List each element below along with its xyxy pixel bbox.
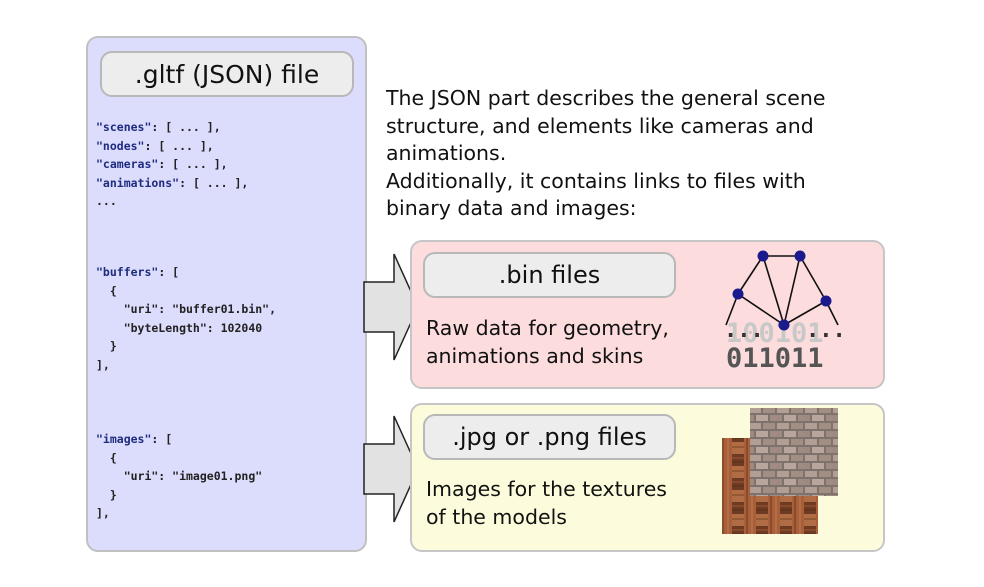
description-line: Additionally, it contains links to files… bbox=[386, 168, 806, 193]
gltf-json-panel bbox=[86, 36, 367, 552]
image-description-line: of the models bbox=[426, 505, 567, 529]
code-line: { bbox=[96, 449, 262, 468]
code-line: "animations": [ ... ], bbox=[96, 174, 248, 193]
code-line: "uri": "buffer01.bin", bbox=[96, 300, 276, 319]
code-line: "uri": "image01.png" bbox=[96, 467, 262, 486]
code-text: : [ bbox=[151, 432, 173, 446]
code-text: ], bbox=[96, 506, 110, 520]
code-text: } bbox=[96, 487, 117, 502]
code-text: : [ ... ], bbox=[158, 157, 228, 171]
code-line: } bbox=[96, 486, 262, 505]
code-line: ... bbox=[96, 192, 248, 211]
bin-files-description: Raw data for geometry, animations and sk… bbox=[426, 314, 669, 370]
arrow-to-images-icon bbox=[363, 415, 419, 523]
code-key: "animations" bbox=[96, 175, 180, 190]
code-text: "uri": "buffer01.bin", bbox=[96, 302, 277, 316]
gltf-file-label: .gltf (JSON) file bbox=[100, 51, 354, 97]
bin-files-label: .bin files bbox=[423, 252, 676, 298]
image-files-label: .jpg or .png files bbox=[423, 414, 676, 460]
code-line: "scenes": [ ... ], bbox=[96, 118, 248, 137]
code-line: "nodes": [ ... ], bbox=[96, 137, 248, 156]
description-line: binary data and images: bbox=[386, 196, 637, 220]
code-key: "cameras" bbox=[96, 157, 159, 171]
code-block-scene: "scenes": [ ... ],"nodes": [ ... ],"came… bbox=[96, 118, 248, 211]
code-line: ], bbox=[96, 356, 276, 375]
bin-description-line: animations and skins bbox=[426, 344, 644, 368]
code-line: ], bbox=[96, 504, 262, 523]
code-text: : [ ... ], bbox=[151, 120, 221, 134]
code-text: : [ ... ], bbox=[179, 175, 249, 190]
bin-description-line: Raw data for geometry, bbox=[426, 316, 669, 340]
code-text: : [ ... ], bbox=[144, 138, 214, 153]
texture-images-icon bbox=[722, 408, 838, 534]
image-files-description: Images for the textures of the models bbox=[426, 475, 667, 531]
bits-bottom: 011011 bbox=[726, 343, 824, 374]
code-text: ... bbox=[96, 194, 117, 208]
code-text: : [ bbox=[158, 265, 180, 279]
description-line: animations. bbox=[386, 141, 507, 165]
arrow-to-bin-icon bbox=[363, 253, 419, 361]
description-line: The JSON part describes the general scen… bbox=[386, 86, 826, 110]
code-key: "images" bbox=[96, 432, 152, 446]
code-text: ], bbox=[96, 357, 110, 372]
bits-top: 100101 bbox=[726, 318, 824, 349]
code-block-buffers: "buffers": [ { "uri": "buffer01.bin", "b… bbox=[96, 263, 276, 374]
code-text: } bbox=[96, 339, 117, 353]
code-key: "scenes" bbox=[96, 120, 152, 134]
code-line: "cameras": [ ... ], bbox=[96, 155, 248, 174]
code-line: "buffers": [ bbox=[96, 263, 276, 282]
binary-mesh-icon: 100101 011011 ... ... bbox=[724, 250, 846, 374]
code-key: "nodes" bbox=[96, 138, 145, 153]
code-line: "images": [ bbox=[96, 430, 262, 449]
code-text: "uri": "image01.png" bbox=[96, 469, 263, 483]
image-description-line: Images for the textures bbox=[426, 477, 667, 501]
code-text: { bbox=[96, 283, 117, 298]
code-text: { bbox=[96, 450, 117, 465]
code-line: "byteLength": 102040 bbox=[96, 319, 276, 338]
code-block-images: "images": [ { "uri": "image01.png" }], bbox=[96, 430, 262, 523]
bits-dots-left: ... bbox=[724, 318, 764, 343]
code-line: } bbox=[96, 337, 276, 356]
code-key: "buffers" bbox=[96, 265, 159, 279]
bits-dots-right: ... bbox=[806, 318, 846, 343]
code-line: { bbox=[96, 282, 276, 301]
json-description: The JSON part describes the general scen… bbox=[386, 85, 906, 223]
code-text: "byteLength": 102040 bbox=[96, 320, 263, 335]
description-line: structure, and elements like cameras and bbox=[386, 113, 814, 138]
